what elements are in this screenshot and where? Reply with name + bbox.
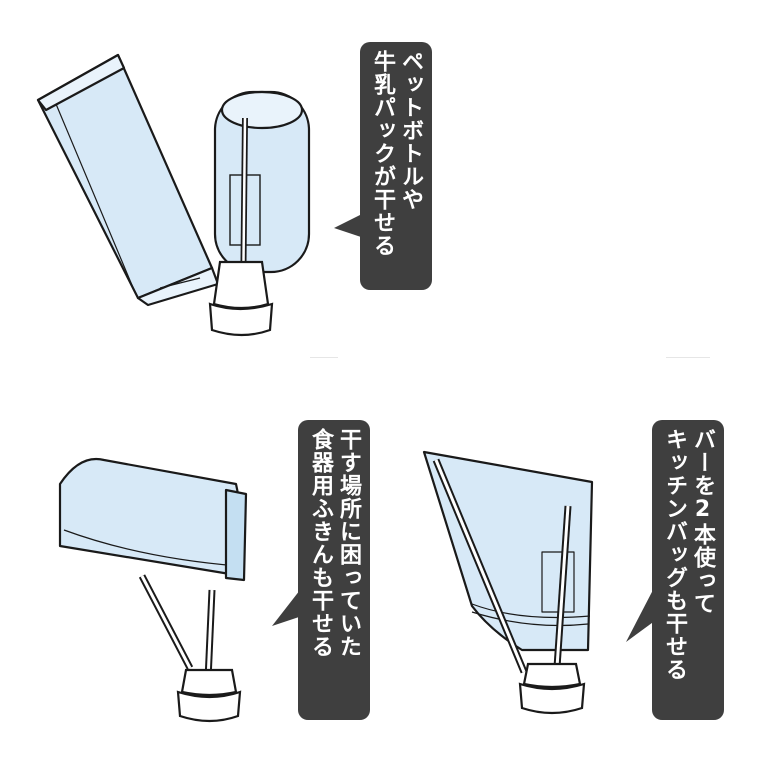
pet-bottle (213, 90, 311, 274)
dish-towel-illustration (58, 457, 248, 723)
bottle-carton-illustration (36, 53, 311, 337)
bubble-tail (626, 588, 656, 642)
speech-bubble-bottle: ペットボトルや 牛乳パックが干せる (330, 42, 432, 290)
dish-towel (58, 457, 248, 582)
bubble-tail (334, 214, 364, 238)
bubble-tail (272, 590, 302, 626)
panel-dish-towel: 干す場所に困っていた 食器用ふきんも干せる (0, 380, 380, 760)
speech-bubble-bag: バーを2本使って キッチンバッグも干せる (624, 420, 724, 720)
speech-bubble-towel: 干す場所に困っていた 食器用ふきんも干せる (270, 420, 370, 720)
holder-stand (208, 117, 274, 337)
milk-carton (36, 53, 220, 307)
caption-line: 牛乳パックが干せる (370, 50, 395, 257)
divider (666, 357, 710, 358)
panel-kitchen-bag: バーを2本使って キッチンバッグも干せる (380, 380, 760, 760)
caption-line: 干す場所に困っていた (336, 428, 361, 658)
kitchen-bag-illustration (422, 450, 594, 715)
caption-line: キッチンバッグも干せる (662, 428, 687, 681)
divider (310, 357, 338, 358)
caption-line: ペットボトルや (398, 50, 423, 211)
caption-line: バーを2本使って (690, 428, 715, 615)
holder-stand (138, 574, 242, 723)
caption-line: 食器用ふきんも干せる (308, 428, 333, 658)
panel-bottle-carton: ペットボトルや 牛乳パックが干せる (0, 0, 760, 360)
holder-stand (432, 458, 586, 715)
